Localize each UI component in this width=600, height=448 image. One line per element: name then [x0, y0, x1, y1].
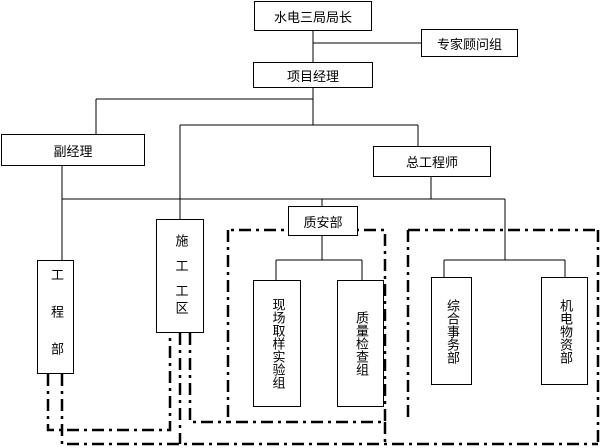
- expert-group-box: 专家顾问组: [421, 29, 518, 57]
- dashed-engineering-construction: [46, 333, 172, 432]
- solid-connectors: [61, 31, 566, 280]
- quality-safety-dept-box: 质安部: [288, 206, 358, 236]
- sampling-test-group-box: 现场取样实验组: [253, 280, 301, 407]
- quality-inspection-group-box: 质量检查组: [337, 280, 384, 407]
- general-affairs-dept-box: 综合事务部: [431, 277, 472, 385]
- dashed-box-right: [406, 228, 598, 422]
- dashed-bottom-long: [60, 374, 598, 446]
- engineering-dept-box: 工 程 部: [37, 260, 74, 374]
- dashed-construction-quality: [188, 333, 228, 424]
- dashdot-connectors: [46, 228, 600, 446]
- deputy-manager-box: 副经理: [1, 134, 145, 166]
- mech-elec-materials-dept-box: 机电物资部: [541, 277, 588, 385]
- construction-area-box: 施 工 工区: [156, 219, 204, 333]
- chief-engineer-box: 总工程师: [373, 146, 491, 177]
- project-manager-box: 项目经理: [253, 62, 373, 88]
- director-box: 水电三局局长: [254, 1, 372, 31]
